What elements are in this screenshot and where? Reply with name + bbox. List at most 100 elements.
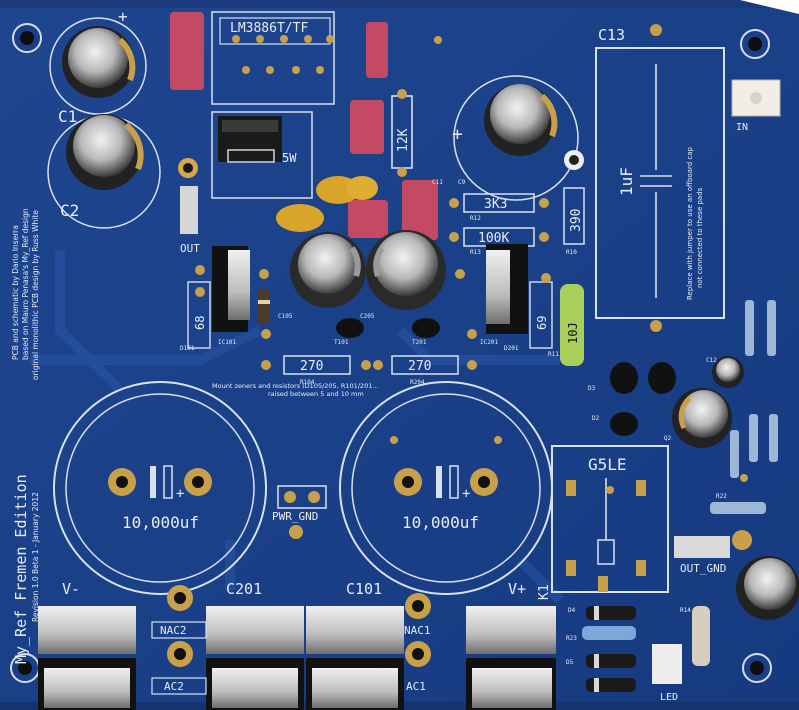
electrolytic-cap-c9: + [452, 75, 579, 201]
resistor-10j: 10J [560, 284, 584, 366]
ref-r13: R13 [470, 249, 481, 256]
label-12k: 12K [396, 128, 411, 152]
cap-value-right: 10,000uf [402, 513, 479, 532]
ref-ic201: IC201 [480, 339, 498, 346]
label-ac2: AC2 [164, 680, 184, 693]
ref-d4: D4 [568, 607, 576, 614]
label-in: IN [736, 122, 748, 133]
ic-lm3886-footprint: LM3886T/TF [211, 11, 335, 105]
power-ic-ic201: 69 [486, 244, 553, 349]
ref-c12: C12 [706, 357, 717, 364]
ref-d201: D201 [504, 345, 519, 352]
svg-text:+: + [176, 486, 184, 502]
pwr-gnd-pads: PWR_GND [272, 485, 327, 539]
svg-text:+: + [452, 124, 463, 145]
label-ac1: AC1 [406, 680, 426, 693]
ref-r104: R104 [300, 379, 315, 386]
big-cap-footprint-left: + 10,000uf [53, 381, 267, 595]
rectifier-row [38, 606, 556, 710]
label-c201: C201 [226, 580, 262, 598]
electrolytic-cap-c105 [290, 232, 366, 308]
edition-revision: Revision 1.0 Beta 1 - January 2012 [31, 492, 40, 622]
resistor-100k: 100K [449, 227, 549, 247]
ref-r10: R10 [566, 249, 577, 256]
diodes-bottom-right [582, 606, 636, 692]
label-g5le: G5LE [588, 455, 627, 474]
svg-text:+: + [462, 486, 470, 502]
ref-r204: R204 [410, 379, 425, 386]
film-cap-c3 [170, 12, 204, 90]
resistor-r204: 270 [373, 355, 477, 375]
ac-terminals: NAC2 AC2 NAC1 AC1 [151, 585, 431, 695]
label-270-right: 270 [408, 359, 431, 374]
ref-c105: C105 [278, 313, 293, 320]
resistor-r104: 270 [261, 355, 371, 375]
label-out: OUT [180, 242, 200, 255]
label-out-gnd: OUT_GND [680, 562, 726, 575]
label-390: 390 [569, 209, 584, 232]
ref-r22: R22 [716, 493, 727, 500]
c13-footprint: C13 1uF Replace with jumper to use an of… [595, 24, 725, 332]
ref-c205: C205 [360, 313, 375, 320]
electrolytic-cap-c11 [672, 388, 732, 448]
mounting-holes [10, 23, 772, 683]
credits-line-1: PCB and schematic by Dario Inserra [11, 225, 20, 360]
film-cap-c4 [366, 22, 388, 78]
film-cap-c6 [402, 180, 438, 240]
credits-line-2: based on Mauro Penasa's My_Ref design [21, 208, 30, 360]
resistor-390: 390 [563, 150, 585, 245]
input-connector: IN [731, 79, 781, 133]
label-nac1: NAC1 [404, 624, 431, 637]
ref-d3: D3 [588, 385, 596, 392]
label-pwr-gnd: PWR_GND [272, 510, 318, 523]
electrolytic-cap-c205 [366, 230, 446, 310]
ref-r11: R11 [548, 351, 559, 358]
resistor-3k3: 3K3 [449, 193, 549, 213]
edition-title: My_Ref Fremen Edition [12, 474, 30, 664]
ref-c11: C11 [432, 179, 443, 186]
ref-r23: R23 [566, 635, 577, 642]
zener-d105 [258, 290, 270, 324]
led-footprint: LED [652, 644, 682, 703]
electrolytic-cap-c2 [47, 114, 161, 229]
film-cap-c5 [350, 100, 384, 154]
jumper-note: Replace with jumper to use an offboard c… [686, 146, 694, 300]
ref-r14: R14 [680, 607, 691, 614]
power-resistor-5w: 5W [211, 111, 313, 199]
power-ic-ic101: 68 [187, 246, 250, 349]
label-270-left: 270 [300, 359, 323, 374]
label-68: 68 [193, 316, 207, 330]
label-69: 69 [535, 316, 549, 330]
ref-d2: D2 [592, 415, 600, 422]
ref-d5: D5 [566, 659, 574, 666]
label-100k: 100K [478, 231, 509, 246]
label-nac2: NAC2 [160, 624, 187, 637]
transistors-right [610, 362, 676, 436]
label-c1: C1 [58, 107, 77, 126]
credits-line-3: original monolithic PCB design by Russ W… [31, 210, 40, 380]
label-c101: C101 [346, 580, 382, 598]
mount-note-2: raised between 5 and 10 mm [268, 390, 364, 398]
ref-t101: T101 [334, 339, 349, 346]
label-led: LED [660, 692, 678, 703]
label-3k3: 3K3 [484, 197, 507, 212]
ref-d101: D101 [180, 345, 195, 352]
electrolytic-cap-bottom-right [736, 556, 799, 620]
ic-label: LM3886T/TF [230, 21, 308, 36]
label-v-minus: V- [62, 580, 80, 598]
mount-note: Mount zeners and resistors (D105/205, R1… [212, 382, 379, 390]
ceramic-caps-yellow [276, 176, 378, 232]
film-cap-c7 [348, 200, 388, 238]
copper-traces [30, 250, 564, 604]
out-gnd-pads: OUT_GND [674, 530, 752, 575]
electrolytic-cap-c12 [712, 356, 744, 388]
relay-g5le-footprint: G5LE K1 [537, 445, 669, 600]
resistor-array-right [692, 300, 778, 666]
label-5w: 5W [282, 151, 297, 165]
jumper-note-2: not connected to these pads [696, 187, 704, 288]
resistor-12k: 12K [391, 89, 413, 177]
c13-value: 1uF [617, 167, 636, 196]
ref-t201: T201 [412, 339, 427, 346]
cap-value-left: 10,000uf [122, 513, 199, 532]
